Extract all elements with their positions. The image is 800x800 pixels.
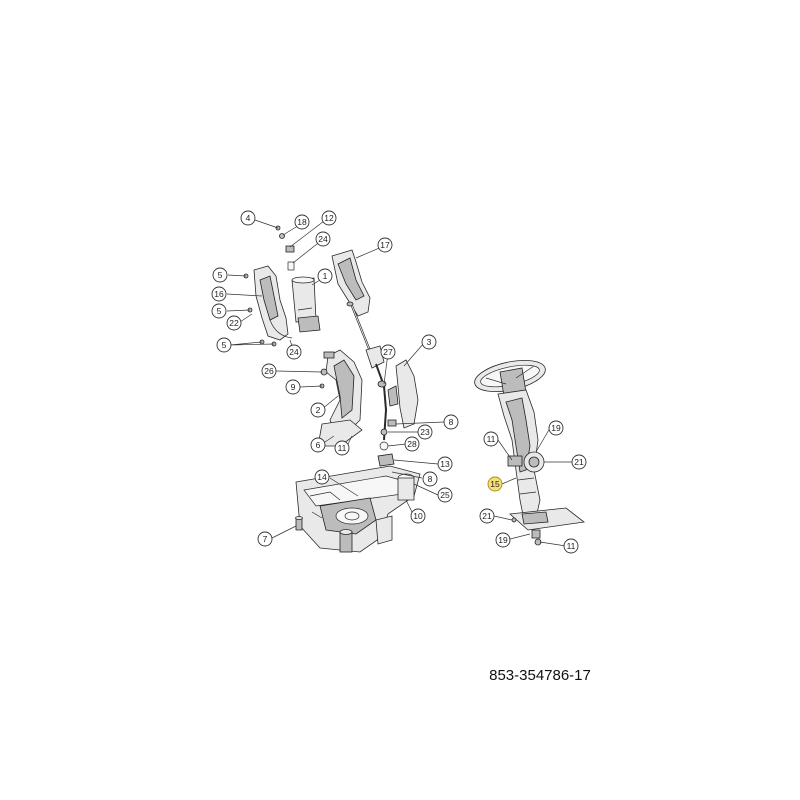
callout-label: 18	[297, 217, 307, 227]
callout-label: 3	[427, 337, 432, 347]
callout-label: 4	[246, 213, 251, 223]
callout-label: 8	[428, 474, 433, 484]
callout-label: 5	[222, 340, 227, 350]
callout-label: 27	[383, 347, 393, 357]
column-cover-assembly	[243, 225, 371, 347]
callout-7: 7	[257, 531, 273, 547]
callout-label: 28	[407, 439, 417, 449]
side-cover	[377, 359, 419, 476]
callout-label: 24	[289, 347, 299, 357]
callout-8: 8	[422, 471, 438, 487]
callout-label: 19	[498, 535, 508, 545]
callout-label: 24	[318, 234, 328, 244]
callout-15-highlighted: 15	[487, 476, 503, 492]
callout-3: 3	[421, 334, 437, 350]
callout-label: 9	[291, 382, 296, 392]
callout-11: 11	[483, 431, 499, 447]
callout-23: 23	[417, 424, 433, 440]
leader-lines	[226, 217, 572, 547]
callout-21: 21	[479, 508, 495, 524]
callout-label: 11	[338, 443, 347, 453]
callout-label: 6	[316, 440, 321, 450]
callout-label: 10	[413, 511, 423, 521]
callout-16: 16	[211, 286, 227, 302]
callout-label: 11	[487, 434, 496, 444]
callout-10: 10	[410, 508, 426, 524]
callout-14: 14	[314, 469, 330, 485]
callout-11: 11	[563, 538, 579, 554]
callout-label: 13	[440, 459, 450, 469]
callout-18: 18	[294, 214, 310, 230]
callout-1: 1	[317, 268, 333, 284]
callout-5: 5	[211, 303, 227, 319]
callout-19: 19	[495, 532, 511, 548]
callout-label: 15	[490, 479, 500, 489]
callout-21: 21	[571, 454, 587, 470]
callout-label: 22	[229, 318, 239, 328]
callout-13: 13	[437, 456, 453, 472]
callout-28: 28	[404, 436, 420, 452]
callout-2: 2	[310, 402, 326, 418]
callout-label: 11	[567, 541, 576, 551]
steering-wheel-assembly	[474, 359, 585, 546]
callout-label: 25	[440, 490, 450, 500]
callout-label: 17	[380, 240, 390, 250]
column-mount	[317, 349, 363, 447]
callout-26: 26	[261, 363, 277, 379]
callout-label: 2	[316, 405, 321, 415]
callout-12: 12	[321, 210, 337, 226]
callout-11: 11	[334, 440, 350, 456]
callout-22: 22	[226, 315, 242, 331]
callout-6: 6	[310, 437, 326, 453]
callout-label: 14	[317, 472, 327, 482]
callout-27: 27	[380, 344, 396, 360]
callout-24: 24	[315, 231, 331, 247]
pedal-frame	[295, 465, 421, 553]
callout-label: 1	[323, 271, 328, 281]
callout-4: 4	[240, 210, 256, 226]
callout-9: 9	[285, 379, 301, 395]
callout-19: 19	[548, 420, 564, 436]
callout-label: 19	[551, 423, 561, 433]
steering-shaft	[346, 301, 388, 441]
callout-label: 5	[217, 306, 222, 316]
callout-label: 5	[218, 270, 223, 280]
callout-25: 25	[437, 487, 453, 503]
callout-5: 5	[212, 267, 228, 283]
callout-label: 21	[482, 511, 492, 521]
callout-label: 7	[263, 534, 268, 544]
callout-8: 8	[443, 414, 459, 430]
callout-label: 26	[264, 366, 274, 376]
callout-label: 16	[214, 289, 224, 299]
callout-24: 24	[286, 344, 302, 360]
callout-label: 8	[449, 417, 454, 427]
callout-label: 12	[324, 213, 334, 223]
callout-label: 21	[574, 457, 584, 467]
callout-17: 17	[377, 237, 393, 253]
callout-5: 5	[216, 337, 232, 353]
callout-label: 23	[420, 427, 430, 437]
callouts: 4 18 12 24 17 5 1 16 5 22 5 24 26 9 2 27…	[211, 210, 587, 554]
diagram-part-number: 853-354786-17	[489, 667, 591, 684]
